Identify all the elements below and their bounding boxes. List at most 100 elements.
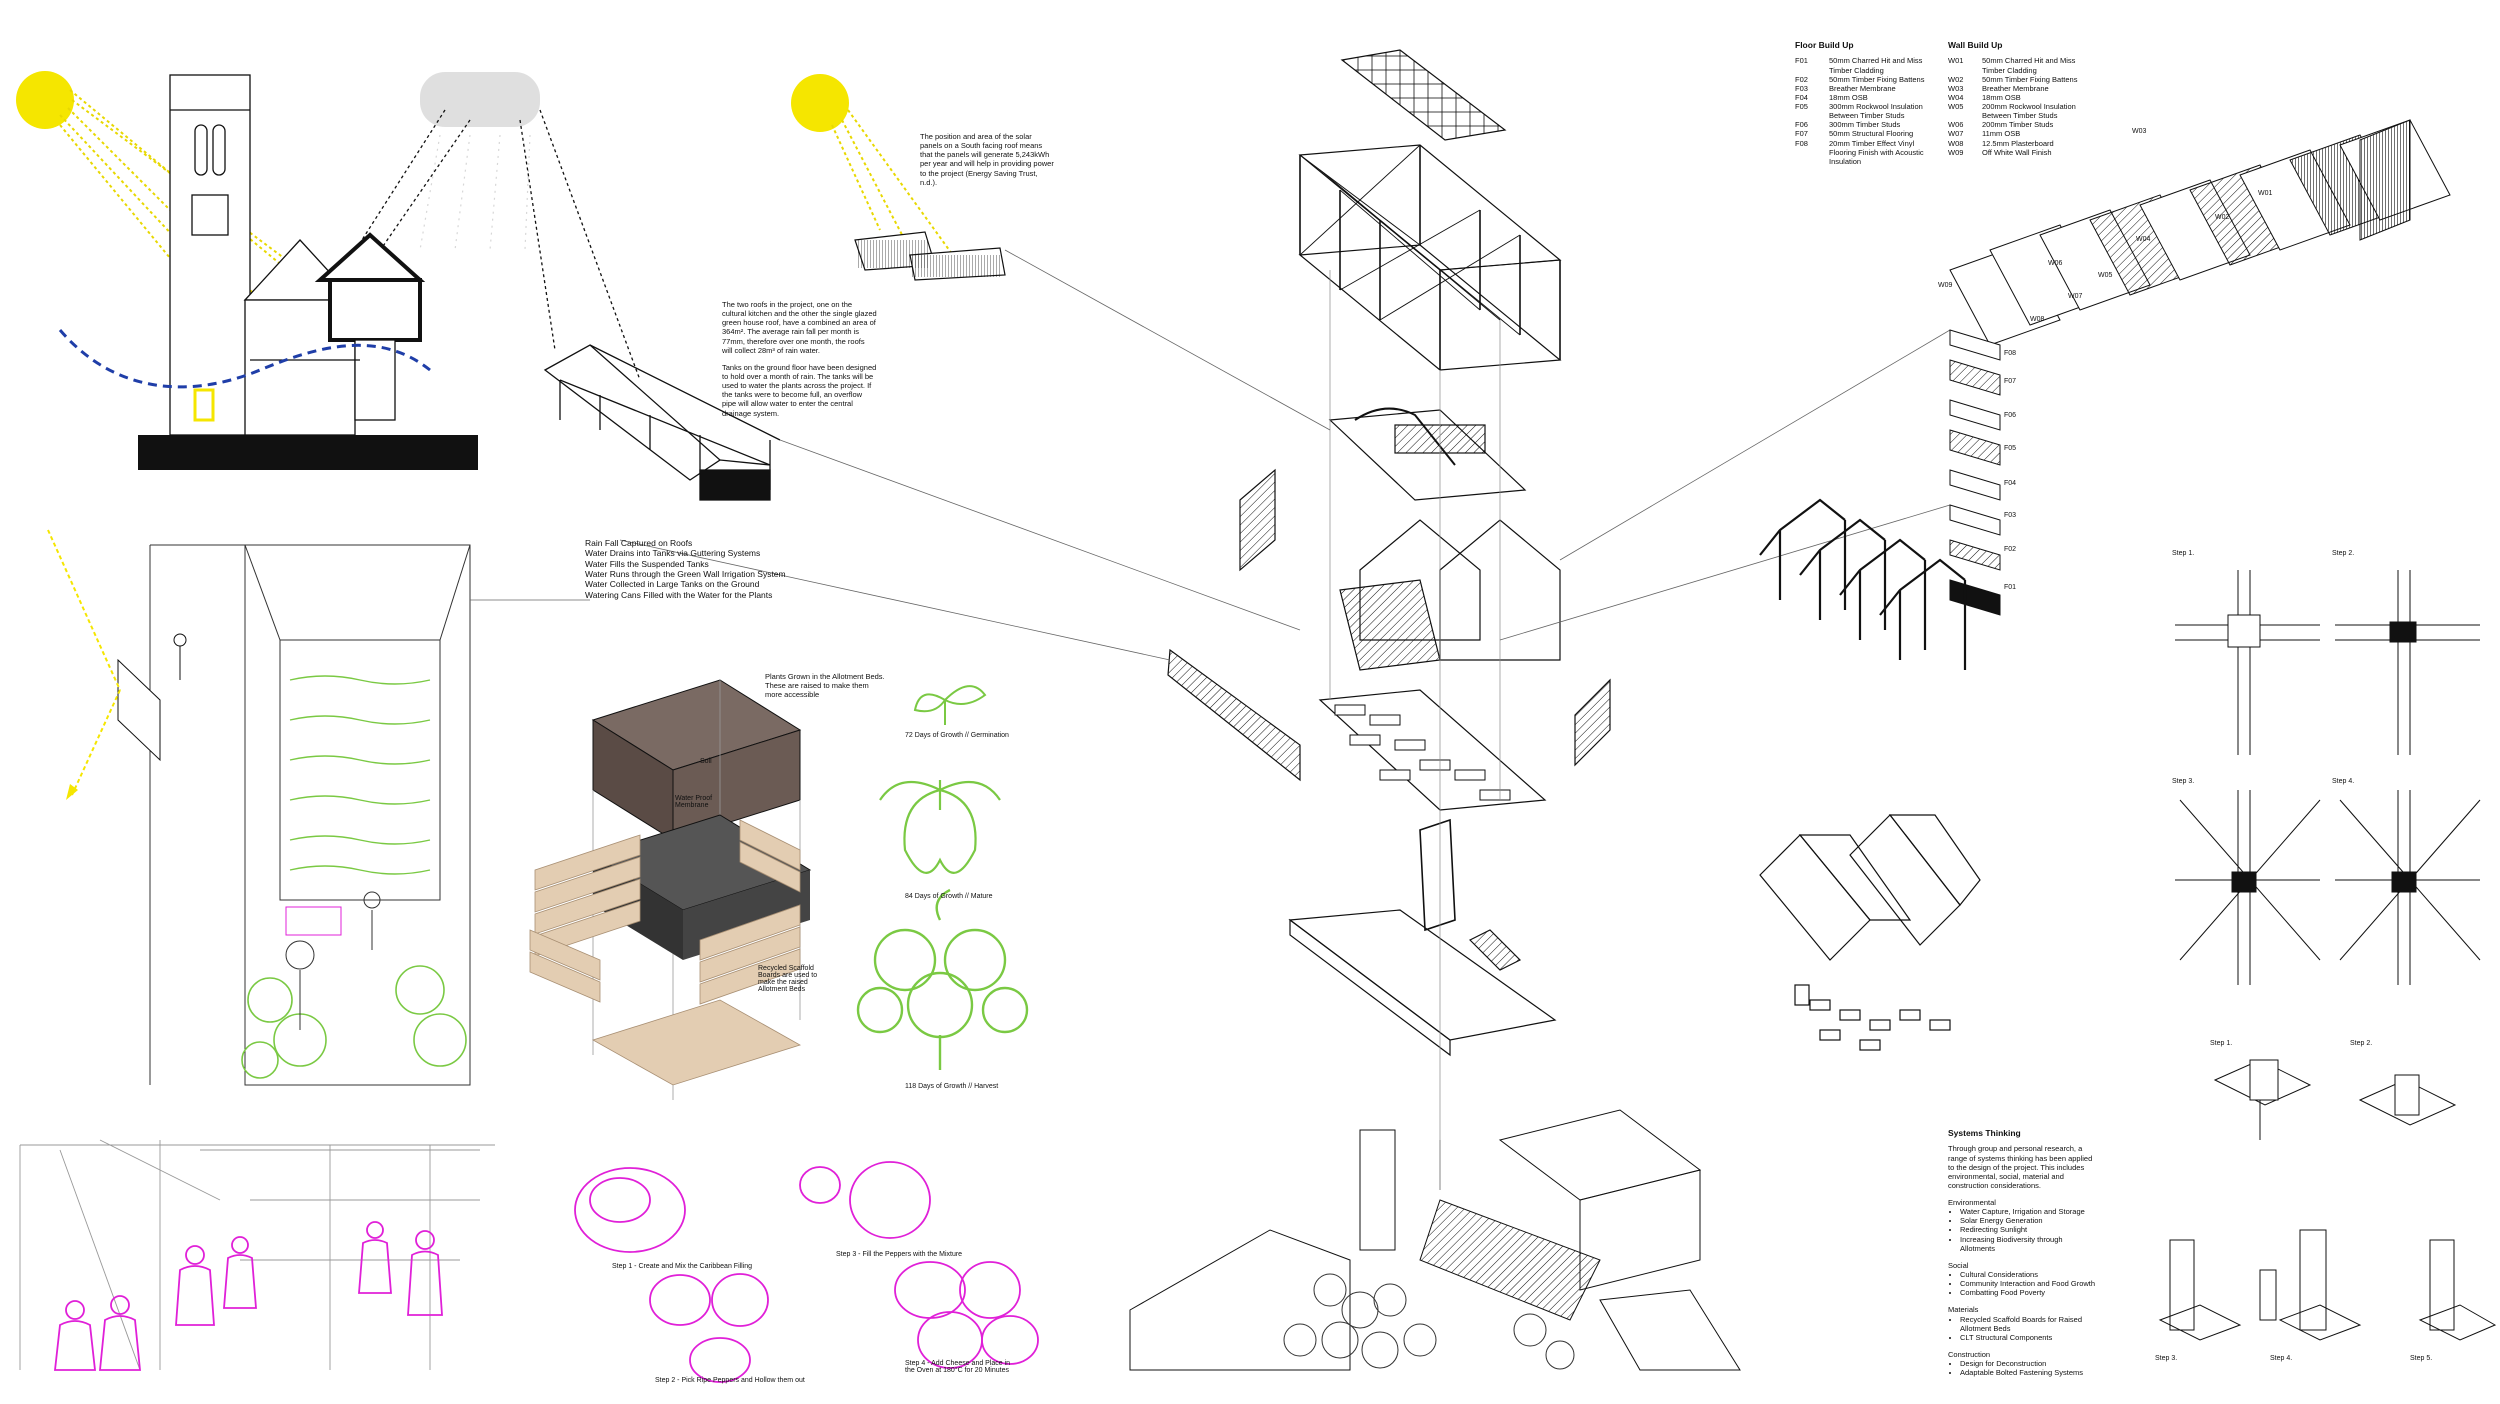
wall-tag: W02 [2215, 214, 2230, 221]
rain-note: The two roofs in the project, one on the… [722, 300, 877, 418]
wall-build-up-layers [1949, 119, 2451, 346]
floor-tag: F07 [2004, 378, 2017, 385]
systems-thinking: Systems Thinking Through group and perso… [1948, 1128, 2098, 1377]
wall-tag: W08 [2030, 316, 2045, 323]
step-b-1: Step 1. [2210, 1040, 2233, 1047]
floor-tag: F01 [2004, 584, 2017, 591]
rain-note-paragraph-2: Tanks on the ground floor have been desi… [722, 362, 877, 418]
rain-step: Rain Fall Captured on Roofs [585, 538, 693, 548]
connection-steps-diagram [2175, 570, 2481, 985]
recipe-step-3: Step 3 - Fill the Peppers with the Mixtu… [836, 1251, 963, 1258]
wall-tag: W09 [1938, 282, 1953, 289]
floor-build-up-title: Floor Build Up [1795, 40, 1854, 50]
wall-tag: W04 [2136, 236, 2151, 243]
systems-intro: Through group and personal research, a r… [1948, 1144, 2093, 1190]
wall-tag: W05 [2098, 272, 2113, 279]
greenhouse-roof-and-tables [1759, 814, 1981, 1051]
community-kitchen-sketch [19, 1139, 495, 1371]
sun-icon [16, 71, 74, 129]
floor-tag: F03 [2004, 512, 2017, 519]
step-b-2: Step 2. [2350, 1040, 2373, 1047]
projection-lines [470, 249, 1951, 1190]
list-item: Design for Deconstruction [1960, 1359, 2098, 1368]
wall-tag: W06 [2048, 260, 2063, 267]
systems-group: Environmental Water Capture, Irrigation … [1948, 1198, 2098, 1253]
systems-group-name: Construction [1948, 1350, 1991, 1360]
step-a-1: Step 1. [2172, 550, 2195, 557]
rain-steps-list: Rain Fall Captured on Roofs Water Drains… [585, 538, 810, 600]
rain-step: Water Collected in Large Tanks on the Gr… [585, 579, 760, 590]
rain-step: Water Drains into Tanks via Guttering Sy… [585, 548, 761, 559]
list-item: Increasing Biodiversity through Allotmen… [1960, 1235, 2098, 1253]
bed-label-soil: Soil [700, 758, 712, 765]
bed-label-scaffold: Recycled Scaffold Boards are used to mak… [758, 965, 818, 993]
list-item: Adaptable Bolted Fastening Systems [1960, 1368, 2098, 1377]
step-b-5: Step 5. [2410, 1355, 2433, 1362]
floor-tag: F05 [2004, 445, 2017, 452]
step-a-4: Step 4. [2332, 778, 2355, 785]
wall-tag: W03 [2132, 128, 2147, 135]
base-plate-steps [2158, 1059, 2497, 1341]
solar-panel-diagram [791, 74, 1006, 281]
solar-note: The position and area of the solar panel… [920, 132, 1054, 187]
rain-note-paragraph-1: The two roofs in the project, one on the… [722, 300, 877, 355]
list-item: Cultural Considerations [1960, 1270, 2098, 1279]
systems-title: Systems Thinking [1948, 1128, 2021, 1138]
step-b-4: Step 4. [2270, 1355, 2293, 1362]
list-item: Water Capture, Irrigation and Storage [1960, 1207, 2098, 1216]
growth-label-germination: 72 Days of Growth // Germination [905, 732, 1009, 739]
site-axonometric [1129, 1109, 1741, 1371]
rain-step: Water Fills the Suspended Tanks [585, 558, 709, 569]
list-item: Recycled Scaffold Boards for Raised Allo… [1960, 1315, 2098, 1333]
plant-growth-illustrations [856, 685, 1029, 1070]
wall-tag: W01 [2258, 190, 2273, 197]
list-item: Redirecting Sunlight [1960, 1225, 2098, 1234]
recipe-step-2: Step 2 - Pick Ripe Peppers and Hollow th… [655, 1377, 805, 1384]
list-item: CLT Structural Components [1960, 1333, 2098, 1342]
list-item: Community Interaction and Food Growth [1960, 1279, 2098, 1288]
allotment-bed-exploded [529, 679, 812, 1100]
growth-label-mature: 84 Days of Growth // Mature [905, 893, 993, 900]
floor-tag: F06 [2004, 412, 2017, 419]
bed-title: Plants Grown in the Allotment Beds. Thes… [765, 672, 885, 700]
greenhouse-roof-diagram [543, 344, 781, 501]
exploded-building-axonometric [1167, 49, 1611, 1140]
systems-group: Construction Design for Deconstruction A… [1948, 1350, 2098, 1377]
floor-build-up-layers [1949, 329, 2001, 616]
growth-label-harvest: 118 Days of Growth // Harvest [905, 1083, 999, 1090]
systems-group-name: Social [1948, 1260, 1969, 1270]
list-item: Solar Energy Generation [1960, 1216, 2098, 1225]
list-item: Combatting Food Poverty [1960, 1288, 2098, 1297]
systems-group: Materials Recycled Scaffold Boards for R… [1948, 1305, 2098, 1342]
floor-tag: F08 [2004, 350, 2017, 357]
systems-group: Social Cultural Considerations Community… [1948, 1261, 2098, 1298]
systems-group-name: Environmental [1948, 1198, 1996, 1208]
systems-group-name: Materials [1948, 1305, 1979, 1315]
portal-frame-structure [1759, 498, 1967, 670]
recipe-sketches [574, 1161, 1039, 1383]
green-wall-interior [149, 544, 471, 1086]
recipe-step-4: Step 4 - Add Cheese and Place in the Ove… [905, 1360, 1011, 1374]
wall-build-up-title: Wall Build Up [1948, 40, 2003, 50]
rain-step: Water Runs through the Green Wall Irriga… [585, 569, 786, 580]
church-section-diagram [16, 71, 641, 470]
step-a-3: Step 3. [2172, 778, 2195, 785]
rain-cloud-icon [420, 72, 540, 127]
sun-icon [791, 74, 849, 132]
